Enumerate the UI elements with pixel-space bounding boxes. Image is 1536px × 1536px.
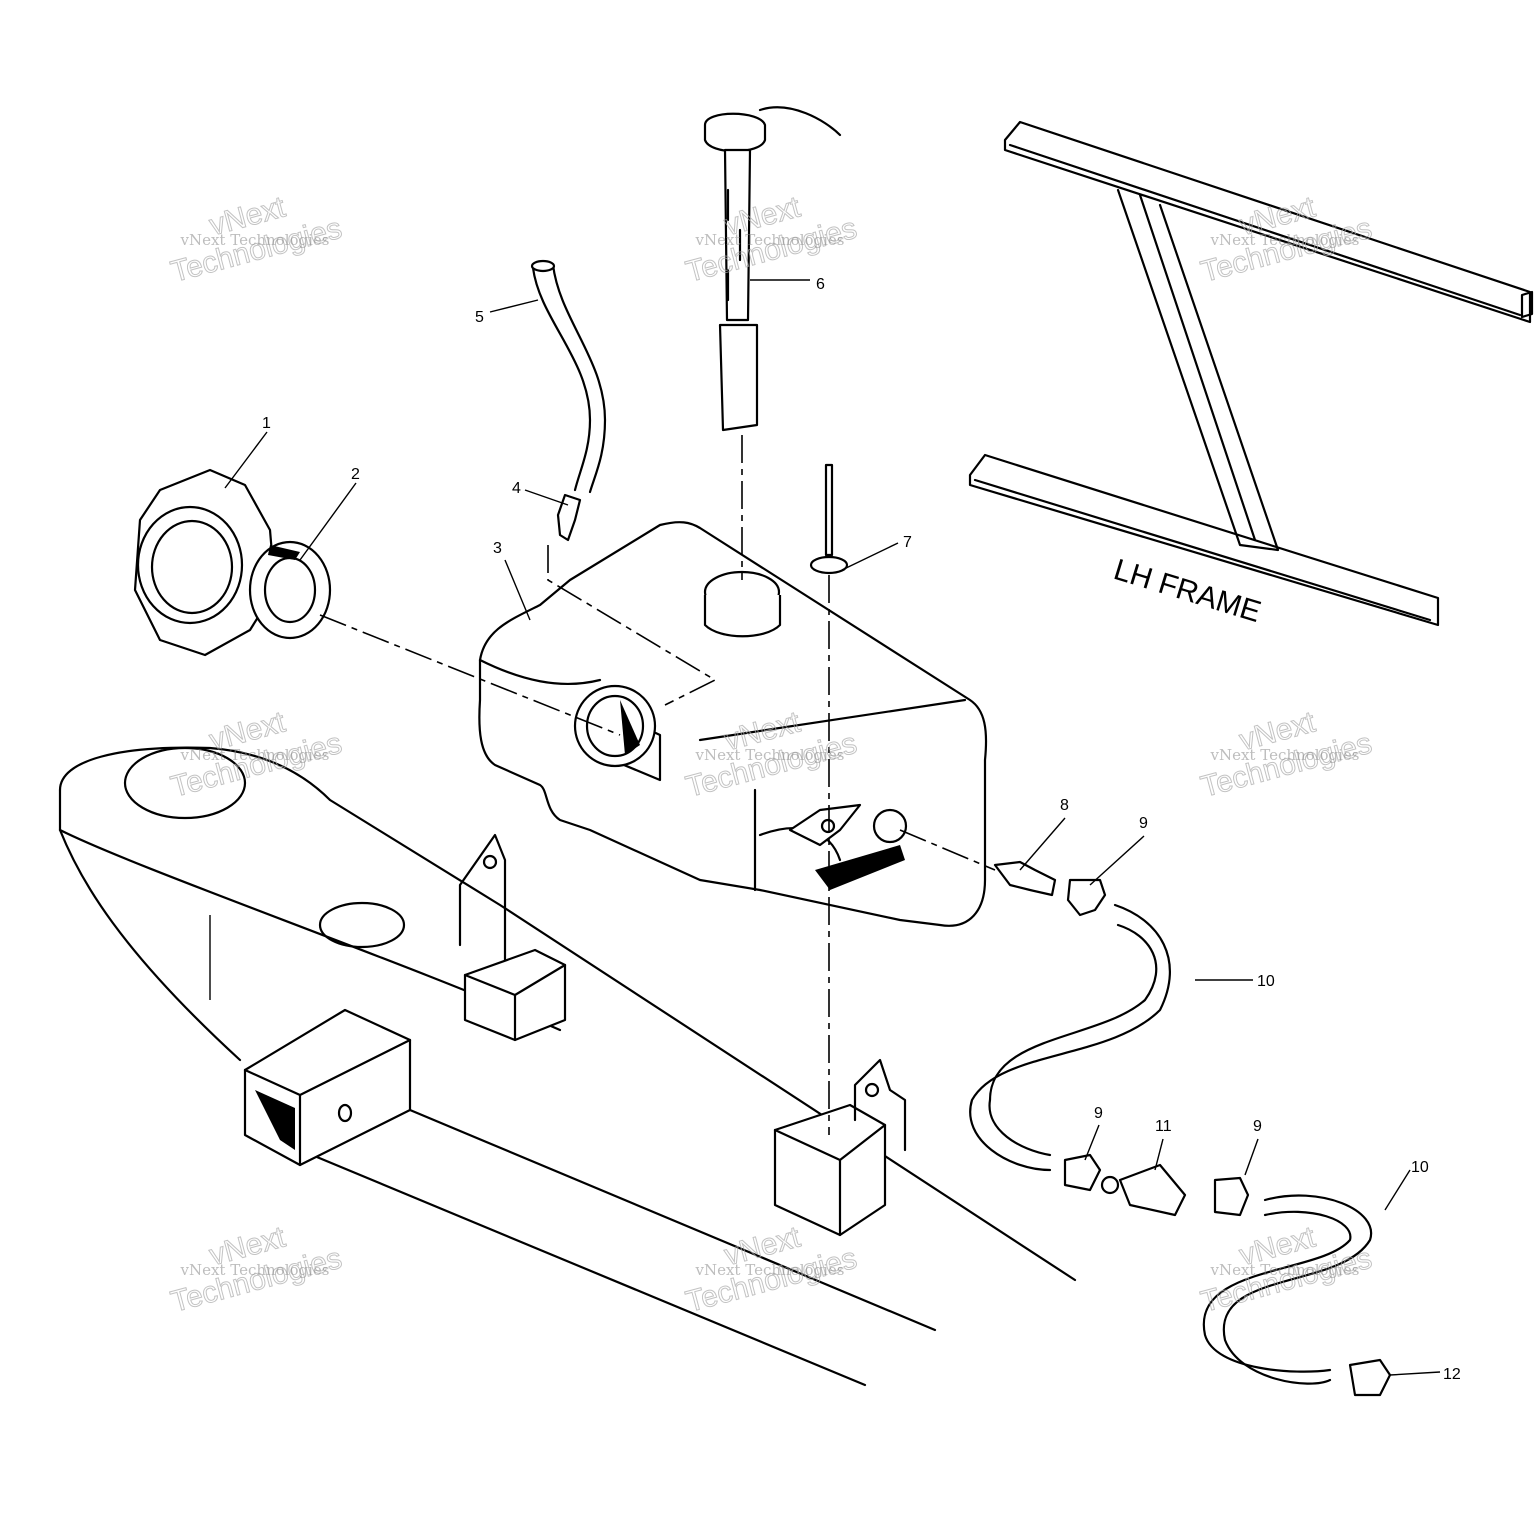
dipstick	[703, 106, 849, 575]
callout-9: 9	[1094, 1105, 1103, 1122]
watermark-text: vNext Technologies	[1209, 231, 1359, 249]
callout-5: 5	[475, 309, 484, 326]
callout-6: 6	[816, 276, 825, 293]
watermark-text: vNext Technologies	[694, 1261, 844, 1279]
filler-cap	[133, 468, 332, 657]
watermark-text: vNext Technologies	[179, 1261, 329, 1279]
centerlines	[319, 435, 996, 1135]
callout-7: 7	[903, 534, 912, 551]
watermark-text: vNext Technologies	[694, 231, 844, 249]
callout-1: 1	[262, 415, 271, 432]
callout-4: 4	[512, 480, 521, 497]
callout-2: 2	[351, 466, 360, 483]
leader-lines	[224, 279, 1441, 1376]
callout-10: 10	[1257, 973, 1275, 990]
lh-frame: LH FRAME	[968, 120, 1534, 629]
callout-numbers: 1 2 3 4 5 6 7 8 9 10 9 11 9 10 12	[262, 276, 1461, 1383]
callout-9: 9	[1253, 1118, 1262, 1135]
callout-3: 3	[493, 540, 502, 557]
callout-11: 11	[1155, 1118, 1172, 1135]
oil-tank	[478, 521, 988, 927]
frame-label: LH FRAME	[1110, 553, 1265, 629]
watermark-text: vNext Technologies	[694, 746, 844, 764]
oil-line	[969, 860, 1392, 1397]
watermark-text: vNext Technologies	[1209, 746, 1359, 764]
callout-8: 8	[1060, 797, 1069, 814]
lower-frame	[58, 746, 1077, 1387]
callout-10: 10	[1411, 1159, 1429, 1176]
watermark-text: vNext Technologies	[179, 231, 329, 249]
callout-9: 9	[1139, 815, 1148, 832]
breather-hose	[530, 259, 607, 542]
watermark-text: vNext Technologies	[179, 746, 329, 764]
watermark-text: vNext Technologies	[1209, 1261, 1359, 1279]
callout-12: 12	[1443, 1366, 1461, 1383]
